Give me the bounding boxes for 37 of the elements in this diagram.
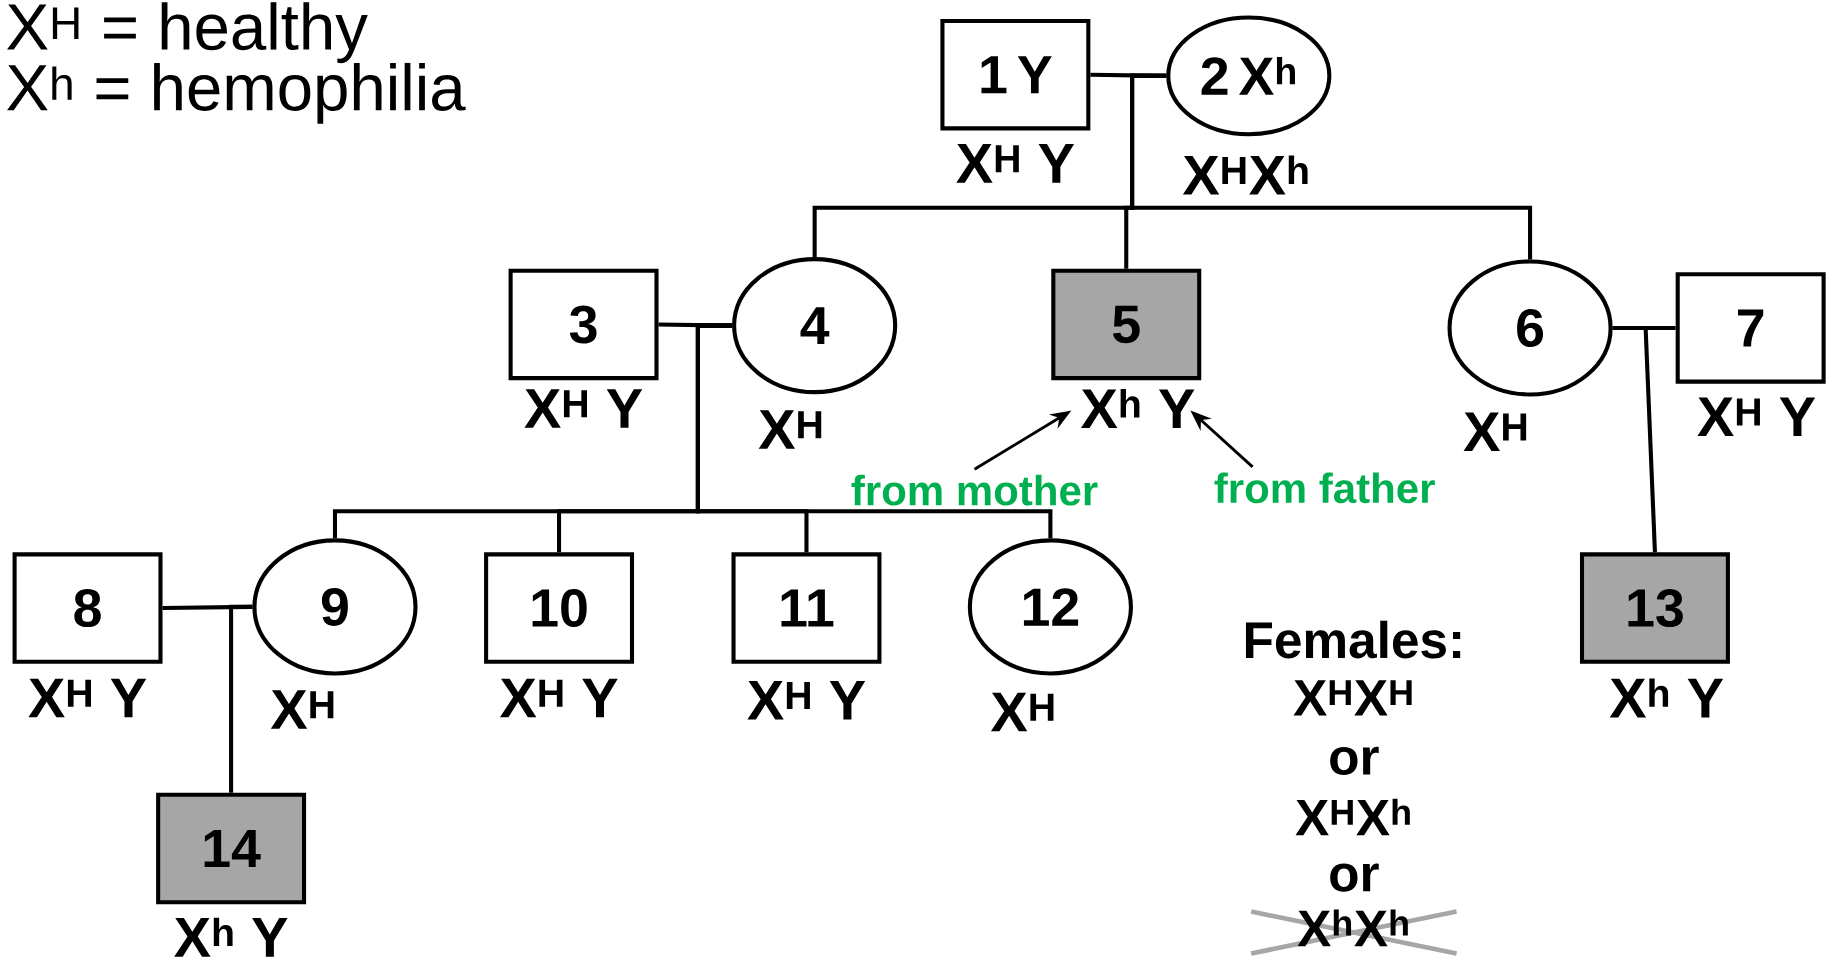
genotype-label: X$^{H}$ Y xyxy=(956,144,1075,183)
male-square: 8 xyxy=(12,552,163,664)
genotype-label: X$^{h}$ Y xyxy=(1609,678,1724,718)
descent-line xyxy=(1130,73,1533,260)
genotype-label: X$^{H}$X$^{h}$ xyxy=(1182,155,1308,195)
note-text: or xyxy=(1330,746,1379,776)
legend-text: X$^{h}$ = hemophilia xyxy=(7,63,466,124)
male-square: 11 xyxy=(731,552,882,664)
genotype-label: X$^{h}$ Y xyxy=(1081,389,1195,429)
note-text: or xyxy=(1330,863,1379,892)
male-square: 3 xyxy=(508,268,659,381)
descent-line xyxy=(229,604,253,793)
male-square: 1 Y xyxy=(940,19,1091,131)
annotation-text: from father xyxy=(1214,472,1435,504)
genotype-label: X$^{H}$ xyxy=(1463,412,1527,452)
genotype-label: X$^{H}$ Y xyxy=(499,678,618,718)
male-square: 7 xyxy=(1675,272,1826,384)
genotype-label: X$^{H}$X$^{h}$ xyxy=(1295,798,1410,836)
note-text: Females: xyxy=(1245,620,1461,659)
legend-text: X$^{H}$ = healthy xyxy=(7,2,368,64)
genotype-label: X$^{H}$ xyxy=(990,692,1054,732)
annotation-text: from mother xyxy=(851,474,1098,506)
genotype-label: X$^{H}$ xyxy=(758,410,822,449)
genotype-label: X$^{H}$ xyxy=(270,690,334,729)
genotype-label: X$^{H}$X$^{H}$ xyxy=(1293,680,1412,716)
genotype-label: X$^{h}$X$^{h}$ xyxy=(1297,909,1408,947)
genotype-label: X$^{H}$ Y xyxy=(28,678,147,718)
male-square: 10 xyxy=(484,552,635,664)
male-square: 13 xyxy=(1579,552,1730,664)
descent-line xyxy=(695,323,1053,539)
genotype-label: X$^{H}$ Y xyxy=(747,681,866,720)
male-square: 14 xyxy=(156,792,307,905)
male-square: 5 xyxy=(1051,268,1202,381)
genotype-label: X$^{H}$ Y xyxy=(524,389,643,428)
descent-line xyxy=(1612,326,1657,553)
genotype-label: X$^{H}$ Y xyxy=(1697,397,1816,436)
genotype-label: X$^{h}$ Y xyxy=(174,917,288,957)
